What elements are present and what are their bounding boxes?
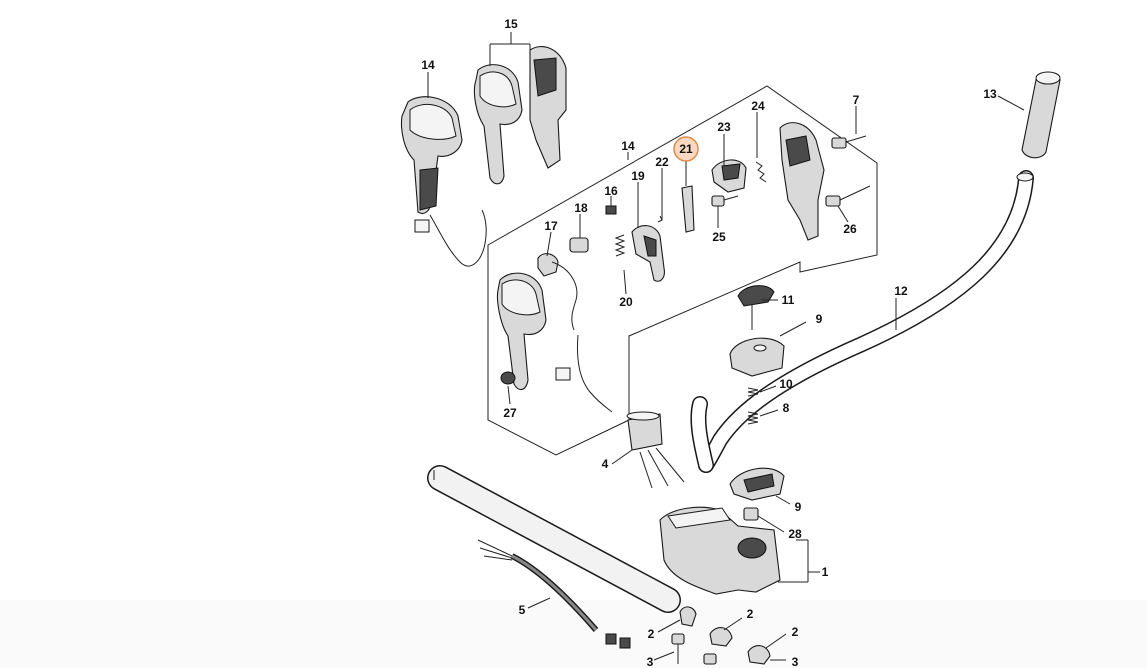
- part-9-clamp-top[interactable]: [729, 337, 785, 377]
- label-28: 28: [788, 527, 802, 541]
- part-26-screw[interactable]: [825, 185, 871, 207]
- part-27-nut[interactable]: [500, 371, 516, 385]
- label-17: 17: [544, 219, 558, 233]
- part-16-clip[interactable]: [605, 205, 617, 215]
- label-3-b: 3: [792, 655, 799, 668]
- assembly-frame: [487, 85, 878, 456]
- label-3-a: 3: [647, 655, 654, 668]
- label-1: 1: [822, 565, 829, 579]
- part-11-wing-screw[interactable]: [737, 285, 775, 330]
- leader-lines: [427, 32, 1025, 661]
- bottom-shade: [0, 600, 1147, 668]
- label-16: 16: [604, 184, 618, 198]
- part-15-right-shell[interactable]: [779, 122, 825, 241]
- label-2-c: 2: [792, 625, 799, 639]
- part-9-clamp-bottom[interactable]: [729, 467, 785, 501]
- label-21: 21: [679, 142, 693, 156]
- part-10-washer[interactable]: [747, 387, 759, 397]
- callout-labels: 14 15 14 24 7 13 21 22 23 16 19 18 17 25…: [421, 17, 997, 668]
- label-11: 11: [782, 293, 795, 307]
- part-14-handle-left[interactable]: [400, 96, 487, 267]
- label-10: 10: [779, 377, 793, 391]
- part-14-handle-inner[interactable]: [496, 272, 613, 413]
- part-21-highlight-circle: [673, 136, 699, 162]
- label-18: 18: [574, 201, 588, 215]
- label-14-frame: 14: [621, 139, 635, 153]
- label-5: 5: [519, 603, 526, 617]
- part-23-lock-lever[interactable]: [711, 159, 747, 193]
- shaft-tube[interactable]: [427, 465, 681, 613]
- label-25: 25: [712, 230, 726, 244]
- part-22-pin[interactable]: [657, 215, 663, 223]
- part-20-spring[interactable]: [614, 234, 626, 257]
- label-9-bottom: 9: [795, 500, 802, 514]
- part-17-switch[interactable]: [537, 253, 578, 331]
- label-15: 15: [504, 17, 518, 31]
- part-1-housing[interactable]: [659, 506, 781, 595]
- part-28-screw[interactable]: [743, 507, 759, 521]
- part-12-handlebar[interactable]: [690, 170, 1034, 473]
- part-3-screw-b[interactable]: [703, 653, 717, 665]
- part-21-lever[interactable]: [681, 185, 695, 233]
- label-27: 27: [503, 406, 517, 420]
- part-15-handle-shells[interactable]: [473, 46, 567, 185]
- label-20: 20: [619, 295, 633, 309]
- part-7-screw[interactable]: [831, 135, 867, 149]
- part-4-connector[interactable]: [626, 411, 685, 489]
- label-23: 23: [717, 120, 731, 134]
- part-8-spring[interactable]: [747, 411, 759, 425]
- part-3-screw-a[interactable]: [671, 633, 685, 664]
- part-24-spring[interactable]: [755, 161, 767, 183]
- label-8: 8: [783, 401, 790, 415]
- part-19-trigger[interactable]: [631, 225, 665, 282]
- label-13: 13: [983, 87, 997, 101]
- label-22: 22: [655, 155, 669, 169]
- part-2-clamp-a[interactable]: [679, 606, 697, 627]
- label-14-left: 14: [421, 58, 435, 72]
- part-2-clamp-c[interactable]: [747, 645, 771, 665]
- part-18-contact[interactable]: [569, 237, 589, 253]
- label-4: 4: [602, 457, 609, 471]
- label-9-top: 9: [816, 312, 823, 326]
- label-7: 7: [853, 93, 860, 107]
- label-2-b: 2: [747, 607, 754, 621]
- label-12: 12: [894, 284, 908, 298]
- label-26: 26: [843, 222, 857, 236]
- part-2-clamp-b[interactable]: [709, 627, 733, 647]
- part-5-harness[interactable]: [477, 539, 631, 649]
- part-25-screw[interactable]: [711, 195, 739, 207]
- label-19: 19: [631, 169, 645, 183]
- part-13-grip[interactable]: [1021, 71, 1061, 159]
- label-24: 24: [751, 99, 765, 113]
- label-2-a: 2: [648, 627, 655, 641]
